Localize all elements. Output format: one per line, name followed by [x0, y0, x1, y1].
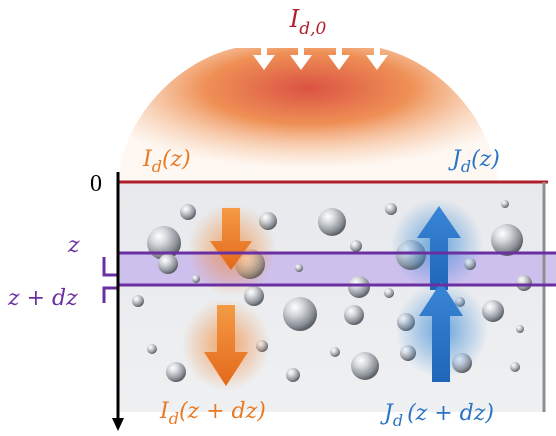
incident-light-glow — [118, 48, 498, 182]
bubble — [501, 200, 509, 208]
slab-bottom-bracket — [102, 286, 118, 303]
bubble — [166, 362, 186, 382]
bubble — [330, 347, 340, 357]
bubble — [516, 275, 532, 291]
white-down-arrow-icon — [328, 46, 350, 70]
bubble — [516, 325, 524, 333]
slab-top-depth-label: z — [67, 233, 80, 258]
bubble — [295, 264, 303, 272]
white-down-arrow-icon — [253, 46, 275, 70]
bubble — [286, 368, 300, 382]
slab-top-bracket — [102, 257, 118, 277]
bubble — [351, 352, 379, 380]
white-down-arrow-icon — [290, 46, 312, 70]
incident-intensity-label: Id,0 — [289, 5, 327, 39]
bubble — [132, 295, 144, 307]
bubble — [491, 224, 523, 256]
blue-up-arrow-icon — [417, 206, 461, 290]
up-flux-bottom-label: Jd(z + dz) — [380, 401, 494, 430]
depth-axis-arrow-icon — [112, 418, 124, 431]
blue-up-arrow-icon — [419, 282, 463, 382]
bubble — [510, 362, 520, 372]
depth-origin-label: 0 — [90, 171, 102, 197]
slab-bottom-depth-label: z + dz — [7, 286, 78, 311]
up-flux-top-label: Jd(z) — [448, 147, 500, 176]
bubble — [385, 203, 397, 215]
down-flux-bottom-label: Id(z + dz) — [159, 399, 266, 428]
white-down-arrow-icon — [366, 46, 388, 70]
bubble — [344, 305, 364, 325]
bubble — [482, 300, 504, 322]
slab-dz — [118, 253, 556, 285]
incident-arrows — [253, 46, 388, 70]
bubble — [147, 344, 157, 354]
bubble — [348, 276, 370, 298]
bubble — [318, 208, 346, 236]
bubble — [350, 240, 362, 252]
bubble — [283, 297, 317, 331]
orange-down-arrow-icon — [204, 305, 248, 386]
bubble — [384, 288, 394, 298]
down-flux-top-label: Id(z) — [142, 147, 191, 176]
bubble — [158, 254, 178, 274]
bubble — [180, 204, 196, 220]
